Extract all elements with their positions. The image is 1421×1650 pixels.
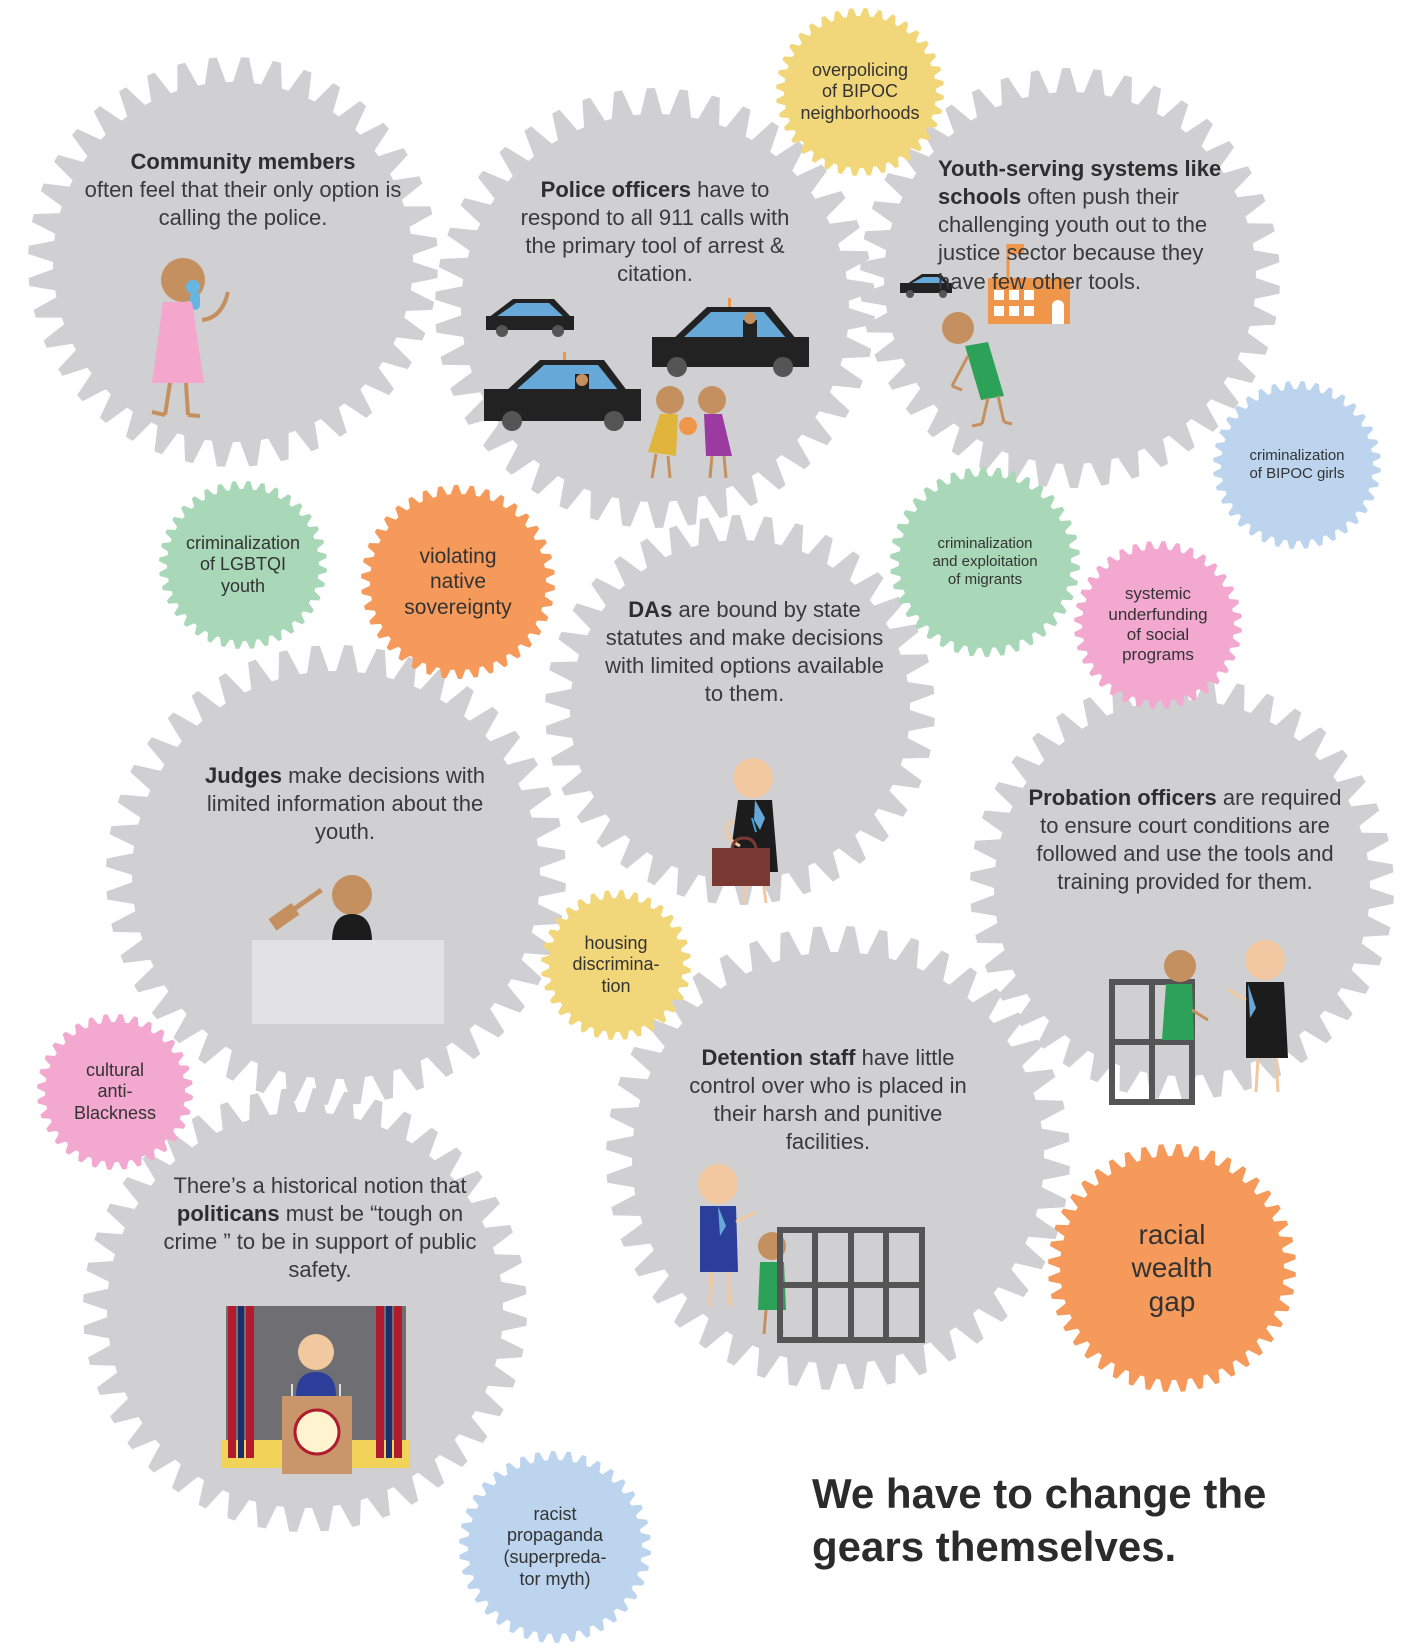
badge-bipoc-girls-line: criminalization [1249,447,1345,464]
gear-judges-rest: make decisions with limited information … [206,763,486,845]
school-building-icon [988,244,1070,324]
gear-detention [606,926,1070,1390]
badge-underfunding-line: systemic [1124,584,1192,604]
gear-das-text: DAs are bound by state statutes and make… [597,596,892,709]
community-member-illustration [151,258,230,418]
gear-politicians-pre: There’s a historical notion that [173,1173,467,1198]
badge-anti-blackness [37,1014,193,1170]
badge-bipoc-girls [1213,381,1381,549]
badge-underfunding [1074,541,1242,709]
badge-native-line: violating [419,545,497,569]
badge-underfunding-line: underfunding [1108,604,1208,624]
badge-wealth-gap-line: racial [1138,1218,1206,1250]
gear-politicians-text: There’s a historical notion that politic… [150,1172,490,1285]
gear-community-bold: Community members [130,149,356,174]
headline-line1: We have to change the [812,1470,1267,1517]
gear-politicians-bold: politicans [176,1201,280,1227]
gear-community [28,57,438,467]
badge-propaganda [459,1451,651,1643]
gear-probation [970,676,1394,1100]
badge-migrants-line: and exploitation [932,553,1038,570]
gear-judges-bold: Judges [204,763,283,788]
police-car-small [486,299,574,337]
gear-probation-rest: are required to ensure court conditions … [1036,785,1342,895]
police-car-left [484,352,641,431]
gear-community-text: Community members often feel that their … [78,148,408,232]
badge-housing [541,890,691,1040]
badge-propaganda-line: tor myth) [519,1568,591,1589]
badge-wealth-gap-line: wealth [1131,1252,1213,1284]
gear-probation-text: Probation officers are required to ensur… [1025,784,1345,897]
badge-wealth-gap-line: gap [1148,1285,1196,1317]
gear-police-bold: Police officers [540,177,692,202]
judge-illustration [252,875,444,1024]
gear-detention-text: Detention staff have little control over… [678,1044,978,1157]
youth-figure-illustration [942,312,1013,428]
gear-das-bold: DAs [628,597,673,622]
badge-overpolicing-line: of BIPOC [821,81,898,102]
badge-housing-line: housing [584,932,648,953]
detention-illustration [698,1164,925,1343]
badge-housing-line: tion [601,975,631,996]
badge-anti-blackness-line: cultural [85,1059,144,1080]
badge-underfunding-line: programs [1122,645,1194,665]
gear-youth-rest: often push their challenging youth out t… [938,184,1208,294]
badge-native-line: native [429,570,487,594]
gear-politicians-rest: must be “tough on crime ” to be in suppo… [163,1201,477,1283]
badge-native-line: sovereignty [404,595,512,619]
badge-overpolicing-line: overpolicing [811,59,909,80]
school-car-icon [900,274,952,298]
gear-police-text: Police officers have to respond to all 9… [505,176,805,289]
gear-judges-text: Judges make decisions with limited infor… [195,762,495,846]
gear-community-rest: often feel that their only option is cal… [84,177,402,231]
gear-youth-bold: Youth-serving systems like schools [938,156,1222,210]
badge-propaganda-line: racist [533,1503,577,1524]
badge-lgbtqi-line: of LGBTQI [199,554,286,575]
badge-anti-blackness-line: Blackness [73,1102,156,1123]
police-car-right [652,298,809,377]
gear-probation-bold: Probation officers [1028,785,1217,810]
badge-native [361,485,555,679]
gear-detention-bold: Detention staff [701,1045,856,1070]
headline: We have to change the gears themselves. [812,1468,1332,1573]
badge-housing-line: discrimina- [572,954,660,975]
kids-with-ball-illustration [648,386,732,479]
badge-overpolicing-line: neighborhoods [800,102,920,123]
badge-migrants-line: of migrants [947,571,1023,588]
badge-lgbtqi-line: youth [220,575,266,596]
gear-das-rest: are bound by state statutes and make dec… [605,597,884,707]
badge-propaganda-line: propaganda [506,1525,604,1546]
gear-das [545,515,935,905]
badge-anti-blackness-line: anti- [97,1081,133,1102]
badge-bipoc-girls-line: of BIPOC girls [1249,465,1345,482]
badge-wealth-gap [1048,1144,1296,1392]
badge-overpolicing [776,8,944,176]
badge-migrants [890,467,1080,657]
badge-lgbtqi-line: criminalization [185,532,301,553]
da-figure-illustration [712,758,778,904]
gear-police-rest: have to respond to all 911 calls with th… [520,177,790,287]
gear-youth-text: Youth-serving systems like schools often… [938,155,1238,296]
gear-detention-rest: have little control over who is placed i… [689,1045,967,1155]
politician-podium-illustration [222,1306,410,1474]
badge-migrants-line: criminalization [937,535,1033,552]
badge-propaganda-line: (superpreda- [503,1546,607,1567]
gear-judges [106,645,566,1105]
probation-window-illustration [1109,940,1288,1105]
badge-lgbtqi [159,481,327,649]
badge-underfunding-line: of social [1126,624,1190,644]
headline-line2: gears themselves. [812,1522,1177,1570]
